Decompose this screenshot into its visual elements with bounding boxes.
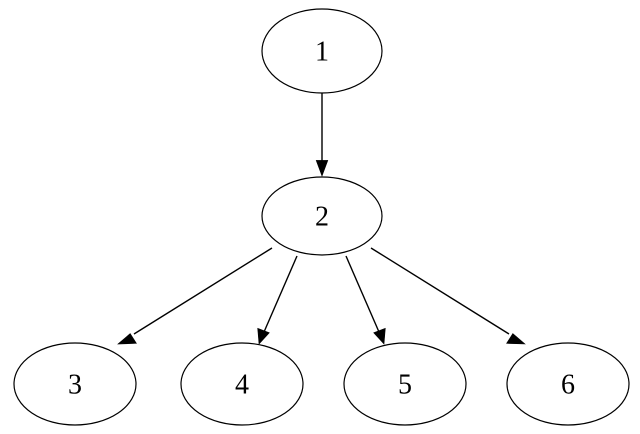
node-1[interactable]: 1 bbox=[261, 8, 383, 94]
arrowhead-icon bbox=[373, 327, 386, 345]
arrowhead-icon bbox=[257, 327, 270, 345]
node-label: 2 bbox=[315, 202, 329, 233]
node-shape-ellipse bbox=[261, 176, 383, 256]
node-label: 5 bbox=[398, 370, 412, 401]
node-shape-ellipse bbox=[261, 8, 383, 94]
arrowhead-icon bbox=[506, 333, 526, 345]
edge-line bbox=[345, 255, 380, 333]
edge-2-to-5[interactable] bbox=[345, 255, 386, 345]
node-5[interactable]: 5 bbox=[343, 342, 467, 426]
node-label: 1 bbox=[315, 37, 329, 68]
edge-2-to-4[interactable] bbox=[257, 255, 298, 345]
node-label: 3 bbox=[68, 370, 82, 401]
node-shape-ellipse bbox=[180, 342, 304, 426]
edge-2-to-3[interactable] bbox=[117, 247, 273, 345]
edge-line bbox=[133, 247, 273, 335]
node-4[interactable]: 4 bbox=[180, 342, 304, 426]
node-group: 1 2 3 4 5 6 bbox=[13, 8, 630, 426]
node-6[interactable]: 6 bbox=[506, 342, 630, 426]
node-label: 6 bbox=[561, 370, 575, 401]
node-shape-ellipse bbox=[13, 342, 137, 426]
edge-line bbox=[370, 247, 510, 335]
node-shape-ellipse bbox=[343, 342, 467, 426]
edge-1-to-2[interactable] bbox=[315, 93, 329, 177]
node-shape-ellipse bbox=[506, 342, 630, 426]
edge-2-to-6[interactable] bbox=[370, 247, 526, 345]
node-2[interactable]: 2 bbox=[261, 176, 383, 256]
edge-group bbox=[117, 93, 526, 345]
node-3[interactable]: 3 bbox=[13, 342, 137, 426]
arrowhead-icon bbox=[315, 160, 329, 177]
node-label: 4 bbox=[235, 370, 249, 401]
arrowhead-icon bbox=[117, 333, 137, 345]
edge-line bbox=[263, 255, 298, 333]
